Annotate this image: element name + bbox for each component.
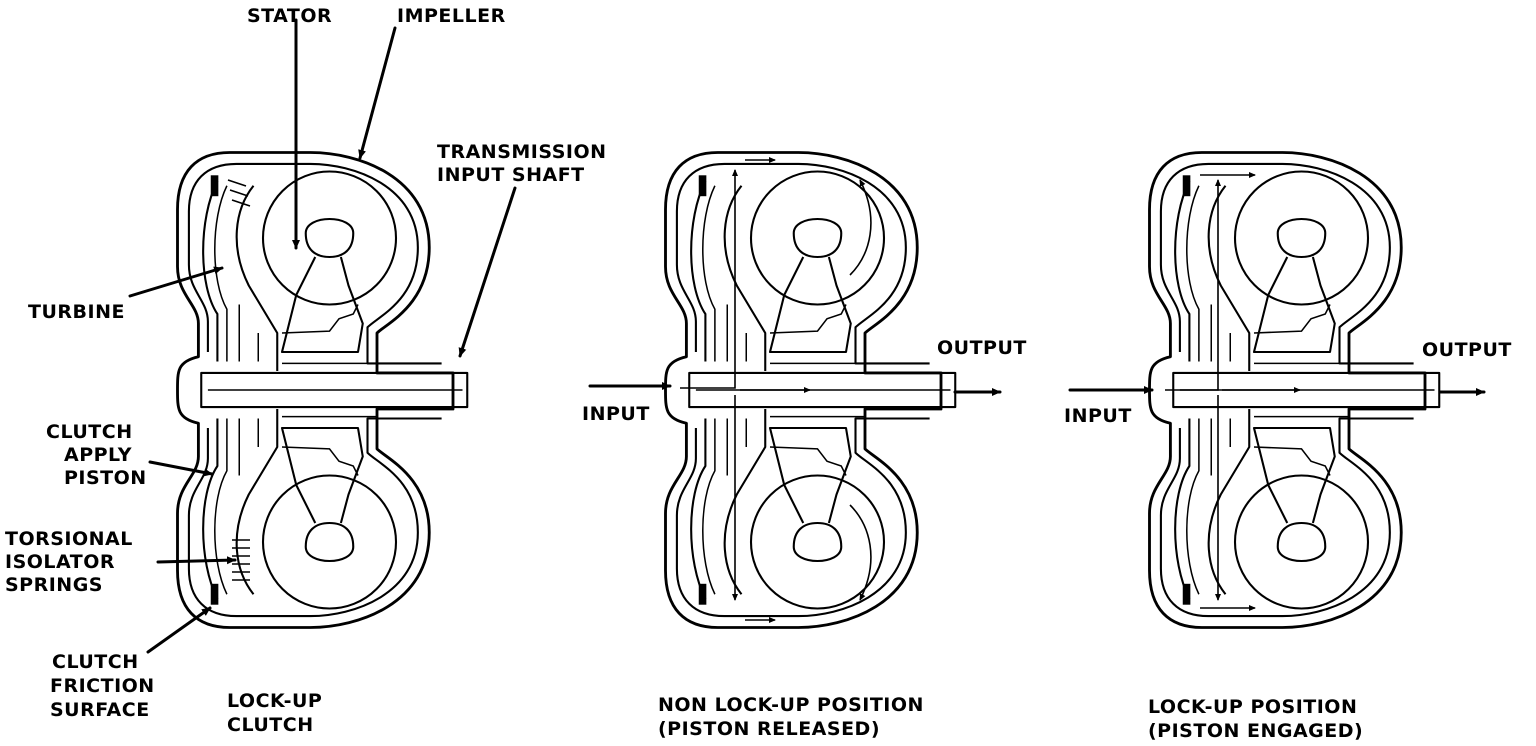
label-input-b: INPUT: [582, 403, 650, 425]
diagram-lockup-clutch: STATOR IMPELLER TRANSMISSION INPUT SHAFT…: [5, 5, 607, 736]
label-stator: STATOR: [247, 5, 332, 27]
label-input-c: INPUT: [1064, 405, 1132, 427]
springs-leader: [156, 556, 237, 565]
label-clutch-apply-3: PISTON: [64, 467, 147, 489]
flow-path: [680, 157, 872, 623]
flow-path-c: [1165, 172, 1301, 611]
label-friction-2: FRICTION: [50, 675, 155, 697]
torsional-springs: [227, 179, 251, 581]
label-friction-1: CLUTCH: [52, 651, 139, 673]
caption-b-1: NON LOCK-UP POSITION: [658, 694, 924, 716]
piston-leader: [148, 460, 214, 477]
diagram-lockup-position: INPUT OUTPUT LOCK-UP POSITION (PISTON EN…: [1064, 151, 1512, 742]
caption-c-1: LOCK-UP POSITION: [1148, 696, 1357, 718]
caption-a-2: CLUTCH: [227, 714, 314, 736]
caption-c-2: (PISTON ENGAGED): [1148, 720, 1363, 742]
label-clutch-apply-1: CLUTCH: [46, 421, 133, 443]
shaft-leader: [458, 186, 517, 358]
label-output-c: OUTPUT: [1422, 339, 1512, 361]
label-friction-3: SURFACE: [50, 699, 150, 721]
diagram-non-lockup: INPUT OUTPUT NON LOCK-UP POSITION (PISTO…: [582, 151, 1027, 740]
caption-a-1: LOCK-UP: [227, 690, 322, 712]
label-clutch-apply-2: APPLY: [64, 444, 132, 466]
label-torsional-2: ISOLATOR: [5, 551, 115, 573]
label-transmission-2: INPUT SHAFT: [437, 164, 585, 186]
label-impeller: IMPELLER: [397, 5, 506, 27]
impeller-leader: [358, 26, 397, 160]
label-torsional-1: TORSIONAL: [5, 528, 133, 550]
turbine-leader: [128, 266, 224, 298]
label-transmission-1: TRANSMISSION: [437, 141, 607, 163]
friction-leader: [146, 606, 212, 654]
label-torsional-3: SPRINGS: [5, 574, 103, 596]
label-output-b: OUTPUT: [937, 337, 1027, 359]
caption-b-2: (PISTON RELEASED): [658, 718, 880, 740]
label-turbine: TURBINE: [28, 301, 125, 323]
